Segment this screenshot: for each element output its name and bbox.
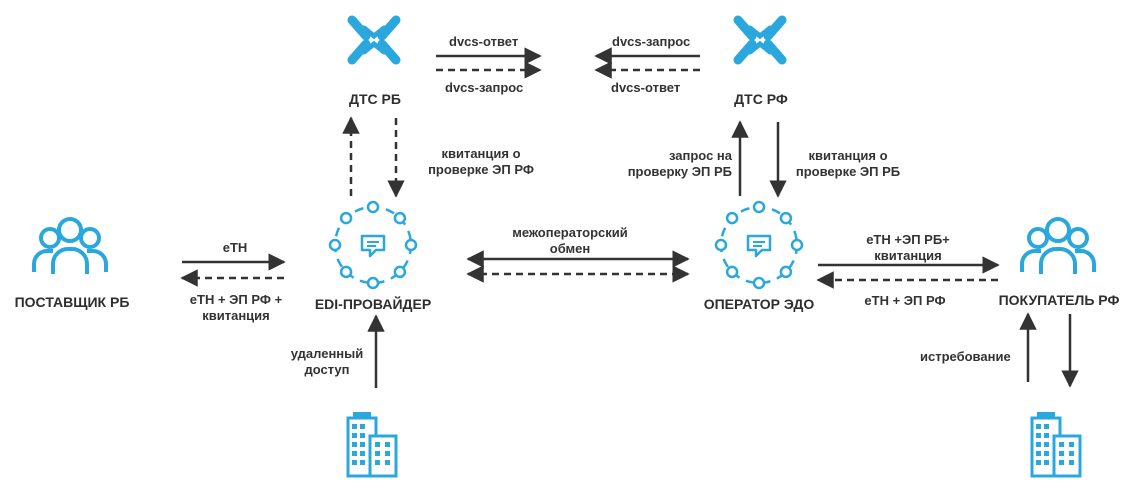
label-dvcs-response-rb: dvcs-ответ [449,34,519,49]
edo-operator-title: ОПЕРАТОР ЭДО [703,296,815,312]
buyer-people-icon [1020,217,1096,276]
edo-operator-hub-icon [714,200,804,290]
label-remote-access: удаленный доступ [290,346,364,377]
label-eth-supplier: eTH [222,240,248,255]
dts-rf-title: ДТС РФ [734,91,788,107]
label-dvcs-request-rf: dvcs-запрос [612,34,691,49]
right-office-building-icon [1030,410,1082,478]
label-receipt-check-ep-rf: квитанция о проверке ЭП РФ [428,146,534,177]
dts-rb-logo-icon [352,20,396,60]
dts-rb-title: ДТС РБ [349,91,401,107]
label-receipt-check-ep-rb: квитанция о проверке ЭП РБ [795,148,901,179]
label-eth-ep-rf: eTH + ЭП РФ [864,293,946,308]
supplier-people-icon [32,217,108,276]
edi-provider-title: EDI-ПРОВАЙДЕР [314,296,432,312]
label-inter-operator: межоператорский обмен [512,225,628,256]
edi-provider-hub-icon [328,200,418,290]
label-claim: истребование [920,349,1011,364]
label-request-check-ep-rb: запрос на проверку ЭП РБ [627,148,732,179]
label-eth-ep-rf-receipt: eTH + ЭП РФ + квитанция [189,292,283,323]
buyer-title: ПОКУПАТЕЛЬ РФ [998,292,1120,308]
dts-rf-logo-icon [738,20,782,60]
label-dvcs-response-rf: dvcs-ответ [611,80,681,95]
label-dvcs-request-rb: dvcs-запрос [445,80,524,95]
supplier-title: ПОСТАВЩИК РБ [14,294,130,310]
left-office-building-icon [346,410,398,478]
label-eth-ep-rb-receipt: eTH +ЭП РБ+ квитанция [866,232,950,263]
